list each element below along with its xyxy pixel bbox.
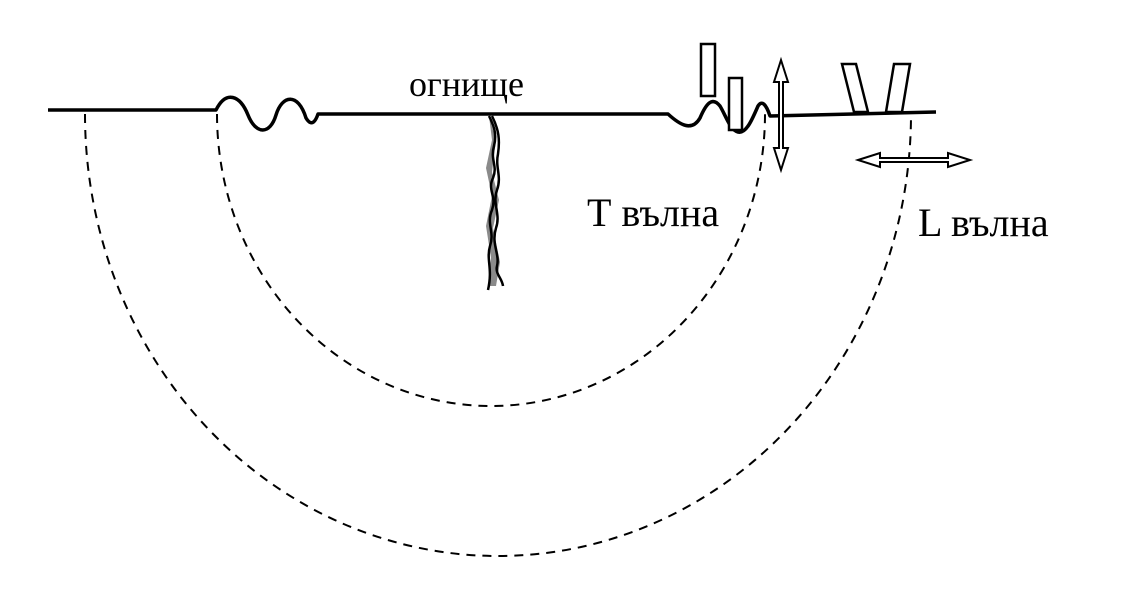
horizontal-double-arrow [854, 151, 974, 169]
l-wave-label: L вълна [918, 200, 1049, 245]
trapezoid-structure-left [840, 62, 870, 114]
trapezoid-structure-right [884, 62, 912, 114]
building-block-tall [699, 42, 717, 98]
building-block-short [727, 76, 744, 132]
t-wave-label: Т вълна [587, 190, 719, 235]
ground-surface-line [48, 95, 937, 134]
focus-label: огнище [409, 64, 524, 104]
vertical-double-arrow [772, 56, 790, 174]
outer-wave-front [84, 113, 912, 557]
fault-crack [486, 115, 505, 291]
